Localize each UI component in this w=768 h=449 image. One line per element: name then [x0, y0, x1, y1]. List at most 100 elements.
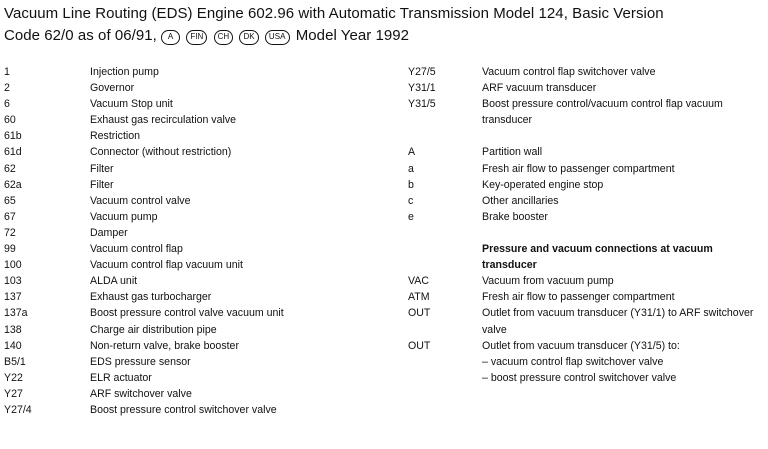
legend-code: 61b: [4, 130, 22, 143]
legend-row: 137a Boost pressure control valve vacuum …: [4, 305, 394, 321]
legend-description: Outlet from vacuum transducer (Y31/1) to…: [482, 307, 754, 336]
legend-code: e: [408, 210, 414, 223]
legend-description: Partition wall: [482, 146, 543, 159]
legend-description: – vacuum control flap switchover valve: [482, 355, 664, 368]
legend-description: Non-return valve, brake booster: [90, 339, 239, 352]
legend-code: Y31/5: [408, 98, 436, 111]
title-model-year: Model Year 1992: [295, 27, 410, 44]
legend-row: 67 Vacuum pump: [4, 209, 394, 225]
legend-code: 138: [4, 323, 22, 336]
legend-row: VAC Vacuum from vacuum pump: [408, 273, 764, 289]
legend-row: 6 Vacuum Stop unit: [4, 96, 394, 112]
legend-code: c: [408, 194, 414, 207]
legend-row: Y31/5 Boost pressure control/vacuum contr…: [408, 96, 764, 128]
legend-description: – boost pressure control switchover valv…: [482, 371, 677, 384]
legend-description: Vacuum control flap vacuum unit: [90, 259, 243, 272]
legend-code: [408, 225, 482, 241]
legend-code: 61d: [4, 146, 22, 159]
legend-code: [408, 370, 482, 386]
legend-description: Boost pressure control valve vacuum unit: [90, 307, 284, 320]
legend-row: B5/1 EDS pressure sensor: [4, 354, 394, 370]
legend-row: Y27/4 Boost pressure control switchover v…: [4, 402, 394, 418]
legend-code: Y27/4: [4, 403, 32, 416]
legend-description: Restriction: [90, 130, 141, 143]
legend-code: b: [408, 178, 414, 191]
legend-description: Exhaust gas recirculation valve: [90, 114, 237, 127]
legend-code: 137: [4, 291, 22, 304]
legend-code: 62: [4, 162, 16, 175]
legend-description: Outlet from vacuum transducer (Y31/5) to…: [482, 339, 680, 352]
legend-code: Y31/1: [408, 82, 436, 95]
legend-code: Y22: [4, 371, 23, 384]
legend-description: ELR actuator: [90, 371, 152, 384]
legend-description: Boost pressure control/vacuum control fl…: [482, 98, 723, 127]
legend-description: Other ancillaries: [482, 194, 559, 207]
legend-row: Y27/5 Vacuum control flap switchover valv…: [408, 64, 764, 80]
legend-description: EDS pressure sensor: [90, 355, 191, 368]
legend-description: Vacuum Stop unit: [90, 98, 173, 111]
legend-description: Vacuum pump: [90, 210, 158, 223]
legend-description: [482, 225, 764, 241]
legend-code: 100: [4, 259, 22, 272]
legend-code: [408, 128, 482, 144]
legend-row: 61b Restriction: [4, 128, 394, 144]
legend-code: VAC: [408, 275, 429, 288]
legend-description: Exhaust gas turbocharger: [90, 291, 212, 304]
legend-description: Boost pressure control switchover valve: [90, 403, 277, 416]
document-title: Vacuum Line Routing (EDS) Engine 602.96 …: [4, 3, 764, 47]
legend-code: Y27/5: [408, 66, 436, 78]
legend-row: 137 Exhaust gas turbocharger: [4, 289, 394, 305]
legend-code: B5/1: [4, 355, 26, 368]
legend-code: OUT: [408, 307, 431, 320]
legend-code: 62a: [4, 178, 22, 191]
legend-description: Vacuum control flap: [90, 243, 183, 256]
legend-right-column: Y27/5 Vacuum control flap switchover valv…: [408, 64, 764, 386]
legend-row: [408, 225, 764, 241]
title-line-2: Code 62/0 as of 06/91, A FIN CH DK USA M…: [4, 25, 764, 47]
legend-code: 67: [4, 210, 16, 223]
legend-description: Fresh air flow to passenger compartment: [482, 162, 675, 175]
country-badge-a: A: [161, 30, 181, 45]
legend-row: 60 Exhaust gas recirculation valve: [4, 112, 394, 128]
legend-code: [408, 241, 482, 273]
legend-code: 6: [4, 98, 10, 111]
legend-code: 1: [4, 66, 10, 78]
legend-code: 137a: [4, 307, 28, 320]
legend-code: 60: [4, 114, 16, 127]
legend-row: – vacuum control flap switchover valve: [408, 354, 764, 370]
legend-code: 99: [4, 243, 16, 256]
legend-row: – boost pressure control switchover valv…: [408, 370, 764, 386]
legend-description: Filter: [90, 162, 114, 175]
legend-code: 65: [4, 194, 16, 207]
legend-row: c Other ancillaries: [408, 193, 764, 209]
legend-code: 72: [4, 226, 16, 239]
legend-row: 100 Vacuum control flap vacuum unit: [4, 257, 394, 273]
country-badge-dk: DK: [239, 30, 259, 45]
legend-description: ARF switchover valve: [90, 387, 192, 400]
legend-row: a Fresh air flow to passenger compartment: [408, 161, 764, 177]
country-badge-fin: FIN: [186, 30, 208, 45]
legend-description: Vacuum control flap switchover valve: [482, 66, 656, 78]
legend-code: OUT: [408, 339, 431, 352]
title-line-1: Vacuum Line Routing (EDS) Engine 602.96 …: [4, 5, 664, 22]
legend-description: Governor: [90, 82, 135, 95]
legend-description: Vacuum from vacuum pump: [482, 275, 614, 288]
legend-section-heading: Pressure and vacuum connections at vacuu…: [408, 241, 764, 273]
legend-code: a: [408, 162, 414, 175]
country-badge-ch: CH: [213, 30, 234, 45]
legend-description: [482, 128, 764, 144]
legend-description: Connector (without restriction): [90, 146, 232, 159]
